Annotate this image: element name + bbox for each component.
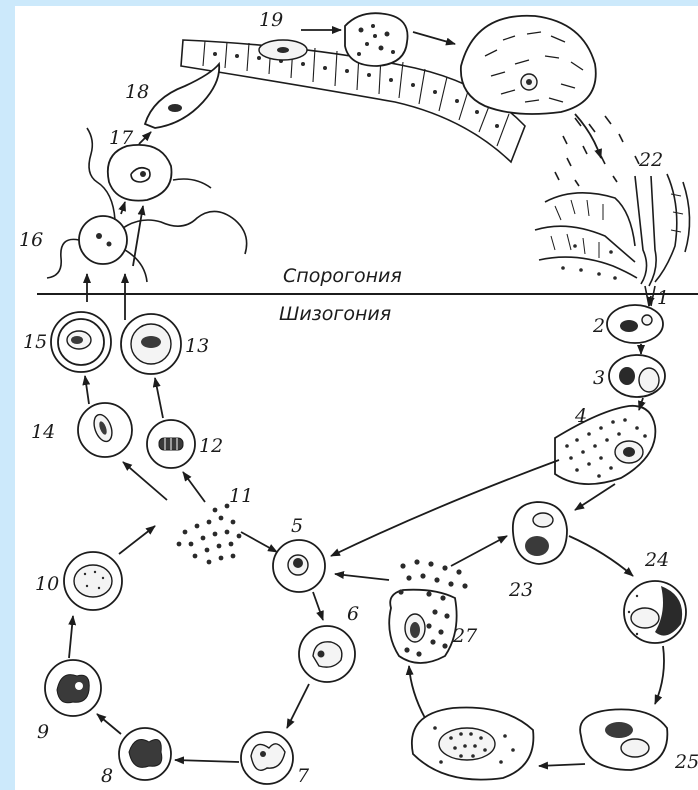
label-1: 1 xyxy=(657,287,669,309)
stage-10-erythrocyte xyxy=(64,552,122,610)
arrow-5-to-6 xyxy=(313,592,323,620)
label-25: 25 xyxy=(674,751,698,773)
arrow-11-to-14 xyxy=(123,462,167,500)
arrow-24-to-25 xyxy=(655,646,664,704)
arrow-oocyst-to-mature xyxy=(413,32,455,44)
stage-26-liver-schizont xyxy=(412,707,534,779)
label-27: 27 xyxy=(452,625,478,647)
stage-25-liver-cell xyxy=(580,709,667,770)
label-6: 6 xyxy=(347,603,359,625)
stage-22-salivary-gland xyxy=(535,174,690,286)
label-3: 3 xyxy=(593,367,605,389)
label-14: 14 xyxy=(31,421,55,443)
stage-2-cell xyxy=(607,305,663,343)
label-2: 2 xyxy=(592,315,605,337)
label-19: 19 xyxy=(259,9,283,31)
stage-9-erythrocyte xyxy=(45,660,101,716)
stage-13-microgametocyte xyxy=(121,314,181,374)
arrow-7-to-8 xyxy=(175,760,239,762)
arrow-12-to-13 xyxy=(155,378,163,418)
stage-12-erythrocyte xyxy=(147,420,195,468)
arrow-10-to-11 xyxy=(119,526,155,554)
stage-17-zygote xyxy=(108,145,172,201)
label-23: 23 xyxy=(508,579,533,601)
schizogony-label: Шизогония xyxy=(279,303,391,325)
label-9: 9 xyxy=(37,721,49,743)
label-17: 17 xyxy=(109,127,134,149)
stage-numbers: 1 2 3 4 5 6 7 8 9 10 11 12 13 14 15 16 1… xyxy=(19,9,698,787)
stage-3-cell xyxy=(609,355,665,397)
mature-oocyst xyxy=(461,16,596,114)
arrow-16b-to-17 xyxy=(133,206,143,266)
arrow-27-to-5 xyxy=(335,574,389,580)
arrow-4-to-23 xyxy=(575,484,615,510)
stage-15-macrogametocyte xyxy=(51,312,111,372)
arrow-25-to-26 xyxy=(539,764,585,766)
label-13: 13 xyxy=(185,335,209,357)
label-4: 4 xyxy=(574,405,587,427)
arrow-14-to-15 xyxy=(85,376,89,404)
stage-7-erythrocyte xyxy=(241,732,293,784)
label-8: 8 xyxy=(101,765,113,787)
stage-24-liver-cell xyxy=(624,581,686,643)
arrow-26-to-27 xyxy=(409,666,425,718)
label-15: 15 xyxy=(23,331,47,353)
arrow-11-to-5 xyxy=(241,532,277,552)
label-11: 11 xyxy=(229,485,253,507)
sporogony-label: Спорогония xyxy=(283,265,402,287)
label-5: 5 xyxy=(291,515,303,537)
label-24: 24 xyxy=(644,549,669,571)
stage-8-erythrocyte xyxy=(119,728,171,780)
stage-14-erythrocyte xyxy=(78,403,132,457)
arrow-27-to-23 xyxy=(451,536,507,566)
label-18: 18 xyxy=(125,81,149,103)
sporozoites-released xyxy=(555,116,639,186)
arrow-to-salivary-gland xyxy=(575,114,601,158)
stage-5-erythrocyte xyxy=(273,540,325,592)
arrow-9-to-10 xyxy=(69,616,73,658)
label-16: 16 xyxy=(19,229,43,251)
arrow-23-to-24 xyxy=(569,536,633,576)
stage-6-erythrocyte xyxy=(299,626,355,682)
arrow-6-to-7 xyxy=(287,684,309,728)
oocyst-cell xyxy=(345,13,408,66)
stage-18-ookinete xyxy=(145,64,219,128)
stage-23-liver-cell xyxy=(513,502,567,564)
malaria-life-cycle-figure: Спорогония Шизогония xyxy=(15,6,698,790)
stage-11-merozoites xyxy=(177,504,242,565)
label-7: 7 xyxy=(297,765,310,787)
life-cycle-diagram: Спорогония Шизогония xyxy=(15,6,698,790)
stage-4-liver-schizont xyxy=(555,406,655,484)
arrow-8-to-9 xyxy=(97,714,121,734)
arrow-17-to-18 xyxy=(139,132,151,144)
arrow-11-to-12 xyxy=(183,472,205,502)
arrow-16-to-17 xyxy=(121,202,125,214)
label-12: 12 xyxy=(199,435,223,457)
label-22: 22 xyxy=(638,149,663,171)
label-10: 10 xyxy=(35,573,59,595)
stage-27-liver-schizont-rupture xyxy=(389,559,467,663)
